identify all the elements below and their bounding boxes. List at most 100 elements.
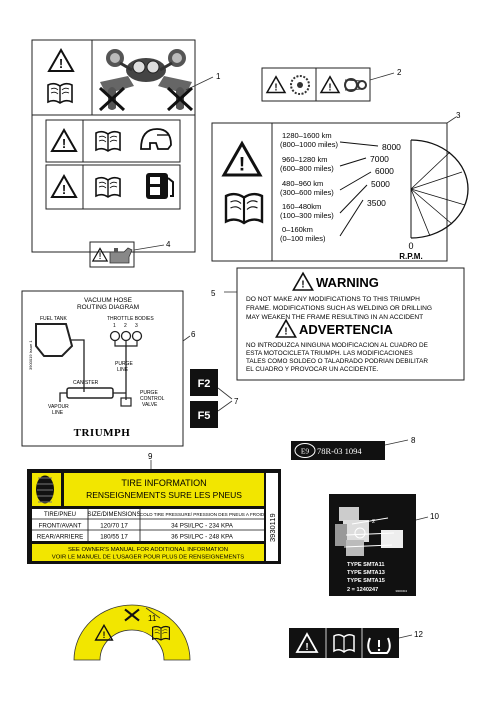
fuse-tag-f2 (190, 369, 218, 396)
callout-8: 8 (411, 436, 416, 445)
callout-1: 1 (216, 72, 221, 81)
tire-icon (32, 473, 61, 506)
decal-10-type-label: 2 TYPE SMTA11 TYPE SMTA13 TYPE SMTA15 2 … (329, 494, 429, 596)
vacuum-side-code: 3900019 Issue 1 (28, 340, 33, 370)
rpm-row-miles: (0–100 miles) (280, 234, 326, 243)
callout-7: 7 (234, 397, 239, 406)
vapour-line-label-2: LINE (52, 410, 64, 416)
rpm-row-value: 8000 (382, 142, 401, 152)
type-label-code: 3900304 (395, 589, 407, 593)
rpm-row-km: 960–1280 km (282, 155, 327, 164)
tire-row-front-size: 120/70 17 (100, 523, 128, 530)
tire-info-subtitle: RENSEIGNEMENTS SURE LES PNEUS (86, 490, 242, 500)
callout-4: 4 (166, 240, 171, 249)
prohibited-hand-icon (166, 86, 194, 112)
fuel-pump-icon (146, 173, 174, 199)
rpm-row-value: 3500 (367, 198, 386, 208)
tire-row-front-pressure: 34 PSI/LPC - 234 KPA (171, 523, 234, 530)
chain-icon (344, 78, 367, 92)
warning-triangle-icon (92, 247, 108, 262)
throttle-bodies-shape (109, 330, 143, 347)
warning-en-line-1: DO NOT MAKE ANY MODIFICATIONS TO THIS TR… (246, 296, 420, 303)
rpm-row-km: 480–960 km (282, 179, 323, 188)
decal-3-running-in-rpm: 1280–1600 km(800–1000 miles) 8000 960–1280… (211, 116, 469, 262)
sprocket-icon (290, 75, 310, 95)
warning-triangle-icon (48, 49, 74, 72)
warning-triangle-icon (222, 142, 262, 177)
warning-triangle-icon: ! (295, 632, 319, 653)
callout-3: 3 (456, 111, 461, 120)
canister-label: CANISTER (73, 380, 99, 386)
svg-text:!: ! (305, 642, 308, 653)
fuel-nozzle-icon (124, 608, 140, 622)
decal-9-tire-information: TIRE INFORMATION RENSEIGNEMENTS SURE LES… (27, 460, 281, 564)
triumph-logo: TRIUMPH (74, 427, 131, 439)
vapour-line-label-1: VAPOUR (48, 404, 69, 410)
rpm-row-miles: (600–800 miles) (280, 164, 334, 173)
rpm-unit: R.P.M. (399, 252, 422, 261)
owners-manual-icon (95, 176, 121, 198)
advertencia-title: ADVERTENCIA (299, 322, 394, 337)
tire-header-pressure: COLD TIRE PRESSURE/ PRESSION DES PNEUS A… (140, 512, 265, 517)
callout-6: 6 (191, 330, 196, 339)
rpm-row-value: 6000 (375, 166, 394, 176)
purge-control-label-2: CONTROL (140, 396, 165, 402)
purge-control-label-3: VALVE (142, 402, 158, 408)
type-line-3: TYPE SMTA15 (347, 578, 385, 584)
rpm-dial: 0 R.P.M. (399, 139, 469, 261)
rpm-row-arrow (339, 157, 367, 167)
type-part-number: 2 = 1240247 (347, 587, 378, 593)
callout-numbers: 1 2 3 4 5 6 7 8 9 10 11 12 (148, 68, 461, 639)
helmet-icon (140, 128, 172, 150)
rpm-row-miles: (800–1000 miles) (280, 140, 338, 149)
prohibited-hand-icon (98, 86, 126, 112)
callout-9: 9 (148, 452, 153, 461)
tb-number-1: 1 (113, 323, 116, 329)
rpm-row-value: 7000 (370, 154, 389, 164)
tire-header-size: SIZE/DIMENSIONS (87, 512, 140, 518)
tb-number-2: 2 (124, 323, 127, 329)
rpm-row-value: 5000 (371, 179, 390, 189)
throttle-bodies-label: THROTTLE BODIES (107, 316, 154, 322)
purge-control-label-1: PURGE (140, 390, 158, 396)
warning-es-line-1: NO INTRODUZCA NINGUNA MODIFICACION AL CU… (246, 342, 428, 349)
rpm-zero: 0 (408, 241, 413, 251)
rpm-row-km: 1280–1600 km (282, 131, 332, 140)
rpm-row-arrow (339, 199, 364, 237)
rpm-row-arrow (339, 141, 379, 147)
tire-header-tire: TIRE/PNEU (44, 512, 76, 518)
owners-manual-icon (224, 192, 264, 225)
tire-row-rear-tire: REAR/ARRIERE (37, 534, 83, 541)
decal-1-warning-pictograms (31, 39, 214, 253)
purge-line-label-2: LINE (117, 367, 129, 373)
callout-2: 2 (397, 68, 402, 77)
owners-manual-icon (95, 130, 121, 152)
tire-info-title: TIRE INFORMATION (121, 478, 206, 488)
tb-number-3: 3 (135, 323, 138, 329)
decal-12-tire-pressure-label: ! (289, 628, 413, 658)
oil-can-icon (109, 247, 133, 264)
rpm-row-arrow (339, 184, 368, 214)
warning-triangle-icon (266, 76, 286, 94)
warning-triangle-icon (320, 76, 340, 94)
warning-es-line-3: TALES COMO SOLDEO O TALADRADO PODRIAN DE… (246, 358, 428, 365)
fuse-tag-f2-text: F2 (198, 378, 211, 390)
tire-footer-fr: VOIR LE MANUEL DE L'USAGER POUR PLUS DE … (52, 555, 244, 561)
vacuum-title-1: VACUUM HOSE (84, 297, 133, 304)
fuse-tag-f5-text: F5 (198, 410, 211, 422)
warning-es-line-2: ESTA MOTOCICLETA TRIUMPH. LAS MODIFICACI… (246, 350, 413, 357)
decal-2-chain-adjust (261, 67, 395, 102)
decal-5-frame-warning: WARNING DO NOT MAKE ANY MODIFICATIONS TO… (224, 267, 465, 381)
tire-row-rear-size: 180/55 17 (100, 534, 128, 541)
fuel-tank-shape (35, 323, 74, 357)
type-label-number: 2 (372, 519, 375, 525)
approval-code: 78R-03 1094 (317, 446, 362, 456)
tire-part-number: 3930119 (268, 513, 277, 542)
vacuum-title-2: ROUTING DIAGRAM (77, 304, 139, 311)
decal-11-fuel-cap-label (73, 604, 191, 661)
decal-4-oil-level (89, 241, 165, 268)
purge-line-label-1: PURGE (115, 361, 133, 367)
warning-triangle-icon (275, 319, 297, 339)
warning-en-line-2: FRAME. MODIFICATIONS SUCH AS WELDING OR … (246, 305, 432, 312)
canister-shape (66, 387, 114, 399)
